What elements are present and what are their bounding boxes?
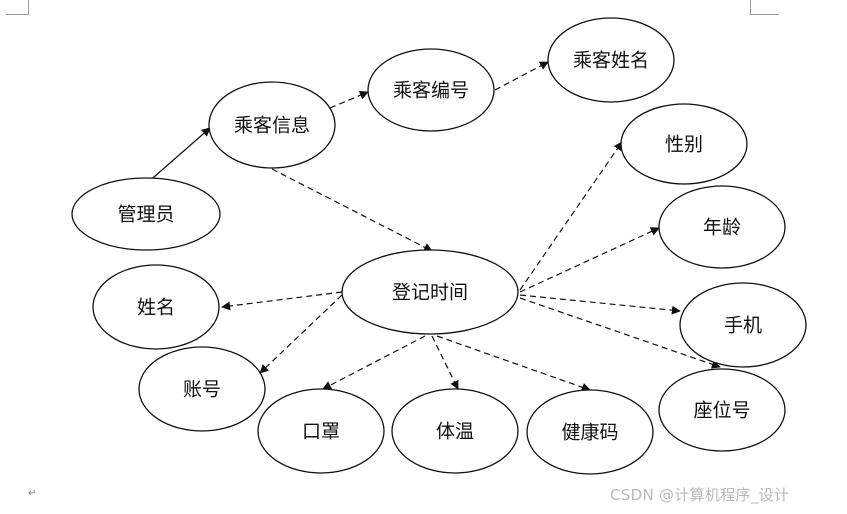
node-shape-passenger-info bbox=[208, 81, 336, 169]
node-seat: 座位号 bbox=[658, 368, 786, 452]
node-shape-account bbox=[138, 346, 266, 432]
node-shape-phone bbox=[679, 282, 807, 368]
node-label-age: 年龄 bbox=[703, 217, 741, 239]
node-passenger-info: 乘客信息 bbox=[208, 81, 336, 169]
node-label-account: 账号 bbox=[183, 379, 221, 401]
node-shape-seat bbox=[658, 368, 786, 452]
node-shape-gender bbox=[620, 103, 748, 185]
node-label-seat: 座位号 bbox=[693, 400, 750, 422]
node-label-name: 姓名 bbox=[137, 297, 175, 319]
edge-checkin-time-to-health-code bbox=[436, 335, 591, 392]
node-label-admin: 管理员 bbox=[117, 204, 174, 226]
node-health-code: 健康码 bbox=[526, 389, 654, 475]
edge-checkin-time-to-seat bbox=[519, 297, 721, 369]
node-label-phone: 手机 bbox=[724, 315, 762, 337]
edge-checkin-time-to-phone bbox=[519, 294, 681, 315]
node-shape-passenger-name bbox=[547, 17, 675, 103]
edge-checkin-time-to-age bbox=[519, 227, 660, 293]
node-shape-checkin-time bbox=[341, 249, 519, 335]
node-label-checkin-time: 登记时间 bbox=[392, 282, 468, 304]
edge-checkin-time-to-mask bbox=[322, 335, 426, 390]
node-passenger-id: 乘客编号 bbox=[367, 48, 495, 132]
node-checkin-time: 登记时间 bbox=[341, 249, 519, 335]
edge-admin-to-passenger-info bbox=[145, 127, 211, 185]
node-shape-passenger-id bbox=[367, 48, 495, 132]
node-admin: 管理员 bbox=[71, 177, 221, 251]
node-shape-age bbox=[658, 185, 786, 269]
node-label-mask: 口罩 bbox=[302, 421, 340, 443]
watermark: CSDN @计算机程序_设计 bbox=[610, 486, 790, 504]
edge-checkin-time-to-name bbox=[221, 291, 343, 311]
node-name: 姓名 bbox=[92, 264, 220, 350]
page-corner-mark-top-left bbox=[6, 0, 29, 15]
node-shape-mask bbox=[257, 388, 385, 474]
node-label-passenger-id: 乘客编号 bbox=[393, 80, 469, 102]
paragraph-mark-icon: ↵ bbox=[28, 488, 37, 499]
node-account: 账号 bbox=[138, 346, 266, 432]
node-shape-admin bbox=[71, 177, 221, 251]
node-label-passenger-info: 乘客信息 bbox=[234, 115, 310, 137]
node-mask: 口罩 bbox=[257, 388, 385, 474]
node-shape-health-code bbox=[526, 389, 654, 475]
node-shape-name bbox=[92, 264, 220, 350]
page-corner-mark-top-right bbox=[750, 0, 779, 15]
node-age: 年龄 bbox=[658, 185, 786, 269]
edge-passenger-info-to-passenger-id bbox=[329, 90, 369, 109]
node-label-gender: 性别 bbox=[665, 134, 703, 156]
node-temperature: 体温 bbox=[391, 388, 519, 474]
node-passenger-name: 乘客姓名 bbox=[547, 17, 675, 103]
edge-passenger-id-to-passenger-name bbox=[494, 61, 549, 91]
node-label-health-code: 健康码 bbox=[561, 422, 618, 444]
edge-checkin-time-to-temperature bbox=[431, 335, 459, 390]
edge-passenger-info-to-checkin-time bbox=[271, 168, 433, 252]
edge-checkin-time-to-gender bbox=[519, 141, 623, 291]
edge-checkin-time-to-account bbox=[259, 294, 343, 374]
node-phone: 手机 bbox=[679, 282, 807, 368]
node-shape-temperature bbox=[391, 388, 519, 474]
node-label-temperature: 体温 bbox=[436, 421, 474, 443]
node-gender: 性别 bbox=[620, 103, 748, 185]
node-label-passenger-name: 乘客姓名 bbox=[573, 50, 649, 72]
